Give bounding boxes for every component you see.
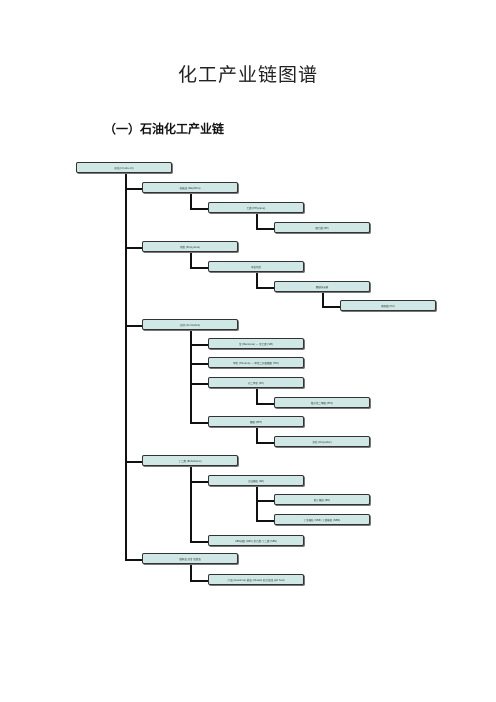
connector-line	[256, 427, 258, 442]
connector-line	[256, 403, 274, 405]
connector-line	[190, 481, 208, 483]
diagram-node: 石脑油 (Naphtha)	[142, 182, 238, 193]
connector-line	[190, 383, 208, 385]
connector-line	[190, 330, 192, 422]
diagram-node: 环氧丙烷	[208, 261, 304, 272]
diagram-node: 甲苯 (Toluene) — 甲苯二异氰酸酯 (TDI)	[208, 357, 304, 368]
connector-line	[125, 559, 142, 561]
diagram-node: 原油 (Crude oil)	[76, 162, 172, 173]
connector-line	[125, 188, 142, 190]
connector-line	[256, 272, 258, 287]
connector-line	[256, 500, 274, 502]
connector-line	[256, 486, 258, 520]
diagram-node: 聚醚多元醇	[274, 281, 370, 292]
connector-line	[125, 247, 142, 249]
diagram-node: 聚氨酯 (PU)	[340, 300, 436, 311]
connector-line	[125, 173, 127, 560]
diagram-node: 汽油 (Gasoline) 柴油 (Diesel) 航空煤油 (Jet fuel…	[208, 574, 304, 585]
connector-line	[190, 422, 208, 424]
connector-line	[190, 344, 208, 346]
connector-line	[190, 466, 192, 541]
connector-line	[190, 267, 208, 269]
connector-line	[256, 520, 274, 522]
connector-line	[256, 388, 258, 403]
diagram-node: 合成橡胶 (SR)	[208, 475, 304, 486]
connector-line	[190, 208, 208, 210]
connector-line	[256, 213, 258, 228]
connector-line	[190, 363, 208, 365]
diagram-node: 对二甲苯 (PX)	[208, 377, 304, 388]
connector-line	[125, 461, 142, 463]
connector-line	[256, 442, 274, 444]
connector-line	[125, 325, 142, 327]
diagram-node: 聚酯 (PET)	[208, 416, 304, 427]
connector-line	[190, 252, 192, 267]
diagram-node: 乙烯 (Ethylene)	[208, 202, 304, 213]
diagram-node: 芳烃 (Aromatics)	[142, 319, 238, 330]
diagram-node: 苯 (Benzene) — 苯乙烯 (SM)	[208, 338, 304, 349]
diagram-node: ABS树脂 (ABS) 苯乙烯-丁二烯 (SBS)	[208, 535, 304, 546]
diagram-node: 丁苯橡胶 (SBR) 丁腈橡胶 (NBR)	[274, 514, 370, 525]
diagram-node: 丁二烯 (Butadiene)	[142, 455, 238, 466]
diagram-node: 燃料油 沥青 润滑油	[142, 553, 238, 564]
section-title: （一）石油化工产业链	[104, 122, 225, 136]
connector-line	[256, 228, 274, 230]
diagram-node: 聚乙烯 (PE)	[274, 222, 370, 233]
diagram-node: 丙烯 (Propylene)	[142, 241, 238, 252]
connector-line	[322, 306, 340, 308]
connector-line	[190, 564, 192, 580]
connector-line	[190, 580, 208, 582]
diagram-node: 精对苯二甲酸 (PTA)	[274, 397, 370, 408]
connector-line	[256, 287, 274, 289]
document-title: 化工产业链图谱	[177, 64, 318, 86]
connector-line	[322, 292, 324, 306]
diagram-node: 涤纶 (Polyester)	[274, 436, 370, 447]
diagram-node: 顺丁橡胶 (BR)	[274, 494, 370, 505]
connector-line	[190, 193, 192, 208]
connector-line	[190, 541, 208, 543]
